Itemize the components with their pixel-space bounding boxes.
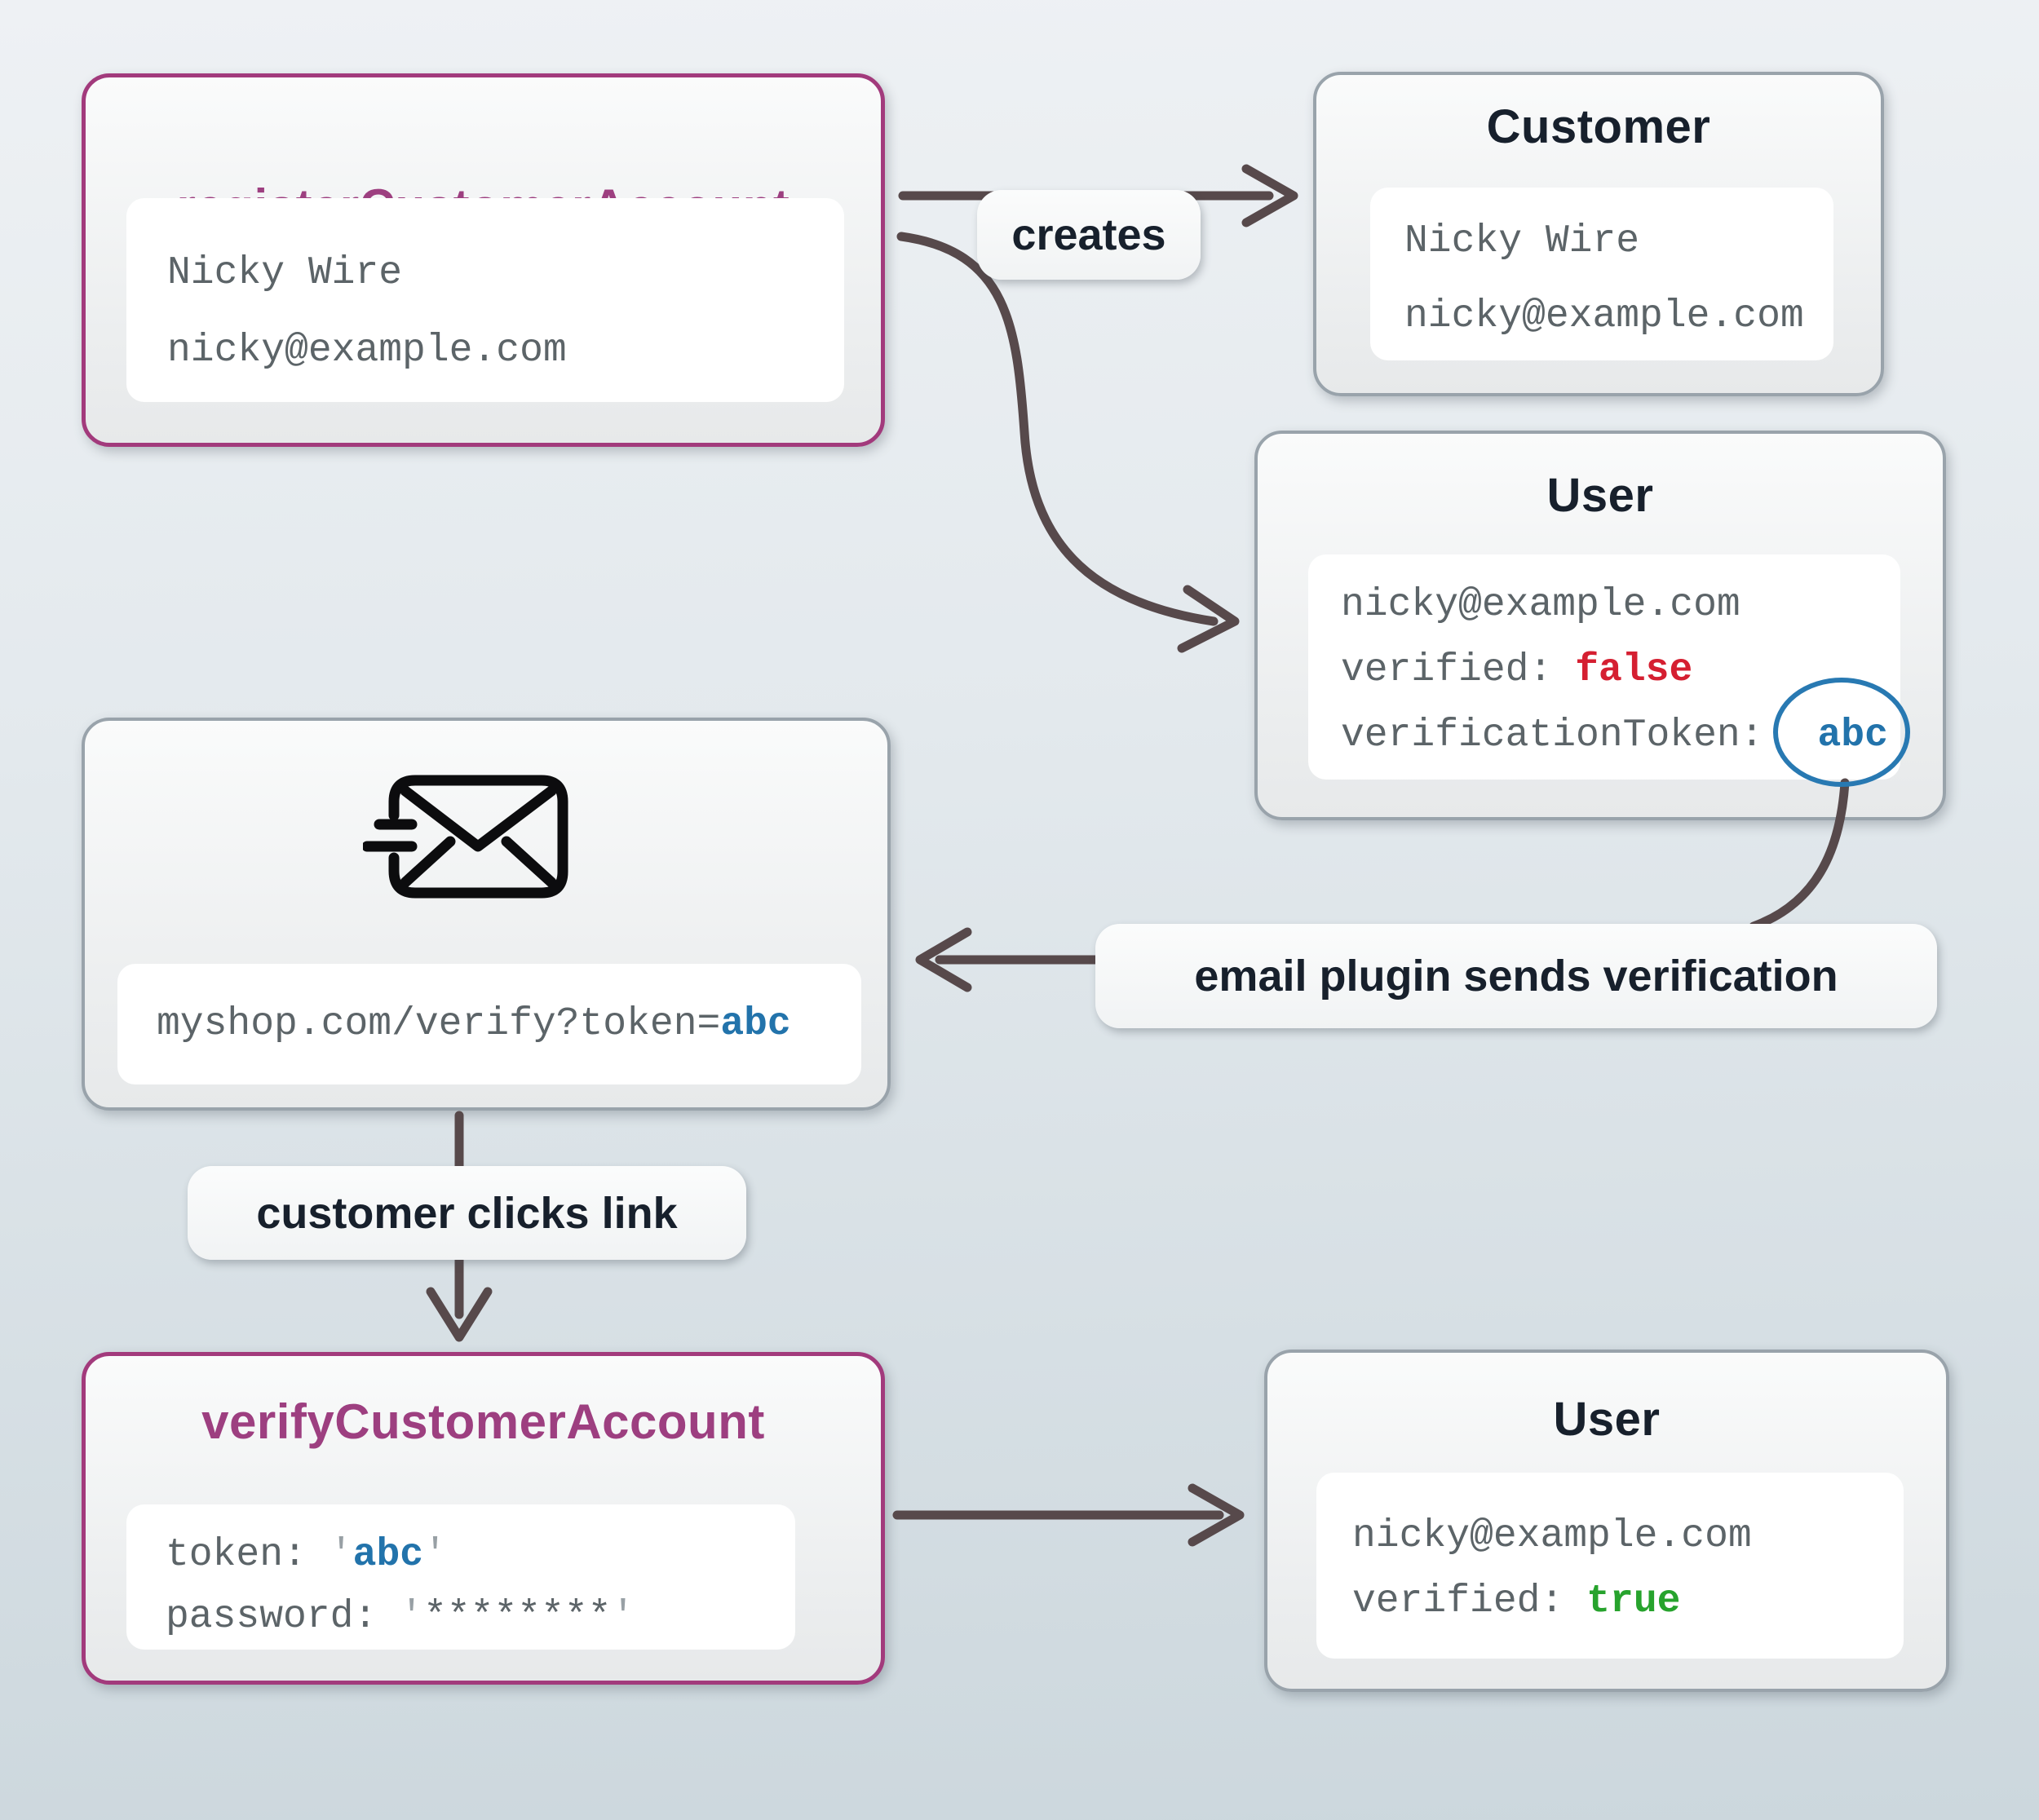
verify-password-key: password: [166, 1595, 378, 1639]
creates-customer-arrowhead [1241, 164, 1298, 228]
clicks-link-arrowhead [426, 1287, 493, 1342]
user-unverified-email-text: nicky@example.com [1341, 583, 1740, 627]
customer-payload-card: Nicky Wire nicky@example.com [1370, 188, 1833, 360]
verify-node-title: verifyCustomerAccount [201, 1394, 765, 1449]
envelope-flap [400, 785, 557, 852]
verify-token-key: token: [166, 1533, 307, 1577]
user-unverified-node: User nicky@example.com verified: false ve… [1254, 431, 1946, 820]
user-unverified-verified-row: verified: false [1341, 651, 1900, 690]
register-email-text: nicky@example.com [167, 329, 567, 373]
quote-mark: ' [400, 1595, 424, 1639]
creates-user-arrowhead [1177, 585, 1240, 653]
creates-label: creates [977, 190, 1201, 280]
creates-user-arrow-curve [896, 232, 1219, 626]
url-token: abc [720, 1002, 791, 1046]
verify-payload-card: token:'abc' password:'********' [126, 1504, 795, 1650]
user-verified-node: User nicky@example.com verified: true [1264, 1350, 1949, 1692]
user-verified-verified-row: verified: true [1352, 1582, 1904, 1621]
user-verified-card: nicky@example.com verified: true [1316, 1473, 1904, 1659]
verification-url-text: myshop.com/verify?token=abc [157, 1005, 861, 1044]
verify-token-value: abc [352, 1533, 424, 1577]
verify-user-arrowhead [1188, 1483, 1245, 1547]
token-value: abc [1817, 713, 1888, 758]
send-email-icon [361, 773, 608, 899]
url-base: myshop.com/verify?token= [157, 1002, 721, 1046]
user-unverified-token-row: verificationToken: abc [1341, 716, 1900, 755]
user-verified-title: User [1553, 1393, 1661, 1446]
email-url-card: myshop.com/verify?token=abc [117, 964, 861, 1084]
verified-value-false: false [1575, 648, 1693, 692]
verified-value-true: true [1586, 1579, 1681, 1623]
quote-mark: ' [611, 1595, 635, 1639]
send-verification-arrowhead [915, 927, 972, 992]
verify-customer-account-node: verifyCustomerAccount token:'abc' passwo… [82, 1352, 885, 1685]
register-payload-card: Nicky Wire nicky@example.com [126, 198, 844, 402]
email-plugin-label: email plugin sends verification [1095, 924, 1937, 1028]
verified-key: verified: [1341, 648, 1553, 692]
envelope-outline [388, 775, 568, 899]
customer-email-text: nicky@example.com [1404, 294, 1804, 338]
customer-node-title: Customer [1486, 100, 1711, 153]
token-key: verificationToken: [1341, 713, 1764, 758]
user-unverified-card: nicky@example.com verified: false verific… [1308, 554, 1900, 780]
register-name-text: Nicky Wire [167, 251, 403, 295]
quote-mark: ' [423, 1533, 447, 1577]
verify-token-row: token: 'abc' [166, 1535, 795, 1575]
customer-name-text: Nicky Wire [1404, 219, 1640, 263]
quote-mark: ' [329, 1533, 353, 1577]
user-verified-email-text: nicky@example.com [1352, 1514, 1752, 1558]
verify-password-value: ******** [423, 1595, 612, 1639]
customer-clicks-label: customer clicks link [188, 1166, 746, 1260]
envelope-folds [400, 836, 557, 888]
register-customer-account-node: registerCustomerAccount Nicky Wire nicky… [82, 73, 885, 447]
customer-node: Customer Nicky Wire nicky@example.com [1313, 72, 1884, 396]
verify-password-row: password: '********' [166, 1597, 795, 1637]
speed-dashes [361, 819, 418, 852]
verified-key: verified: [1352, 1579, 1564, 1623]
user-unverified-title: User [1546, 469, 1654, 522]
